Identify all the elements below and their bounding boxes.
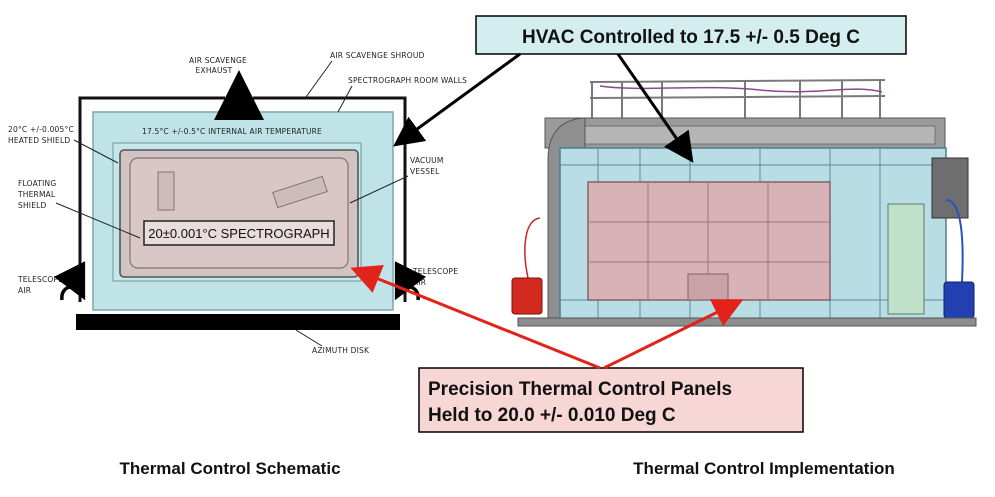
air-scavenge-exhaust-label: AIR SCAVENGE — [189, 56, 247, 65]
azimuth-disk — [76, 314, 400, 330]
hvac-callout-text: HVAC Controlled to 17.5 +/- 0.5 Deg C — [522, 27, 860, 48]
hvac-arrow-left — [393, 52, 521, 147]
azimuth-disk-label: AZIMUTH DISK — [312, 346, 370, 355]
spectrograph-component-angled — [272, 175, 328, 209]
blue-pipe — [945, 199, 964, 283]
implementation-rendering — [511, 79, 977, 327]
right-cabinet — [887, 203, 925, 315]
telescope-air-right-label-2: AIR — [413, 278, 426, 287]
precision-callout-line1: Precision Thermal Control Panels — [428, 379, 732, 400]
precision-arrow-left — [350, 265, 601, 370]
floating-shield-label-3: SHIELD — [18, 201, 47, 210]
air-scavenge-exhaust-label-2: EXHAUST — [196, 66, 233, 75]
hvac-arrow-right — [616, 53, 694, 163]
schematic: 20±0.001°C SPECTROGRAPH 17.5°C +/-0.5°C … — [8, 51, 467, 355]
heated-shield-leader — [73, 139, 119, 164]
right-dark-box — [931, 157, 969, 219]
enclosure-base — [517, 317, 977, 327]
telescope-air-right-label: TELESCOPE — [412, 267, 458, 276]
roof-inner — [574, 125, 936, 145]
telescope-air-left-label-2: AIR — [18, 286, 31, 295]
floating-shield-leader — [55, 202, 141, 239]
spectrograph-label: 20±0.001°C SPECTROGRAPH — [148, 226, 329, 241]
precision-callout-line2: Held to 20.0 +/- 0.010 Deg C — [428, 405, 676, 426]
room-walls-leader — [337, 85, 353, 113]
spectrograph-component — [157, 171, 175, 211]
vacuum-vessel-label: VACUUM — [410, 156, 444, 165]
caption-right: Thermal Control Implementation — [633, 459, 895, 478]
vacuum-vessel-leader — [349, 175, 409, 204]
hvac-callout-box — [475, 15, 907, 55]
heated-shield-label: 20°C +/-0.005°C — [8, 125, 74, 134]
internal-temp-label: 17.5°C +/-0.5°C INTERNAL AIR TEMPERATURE — [142, 127, 322, 136]
vacuum-vessel-label-2: VESSEL — [410, 167, 440, 176]
precision-arrow-right — [603, 299, 744, 370]
azimuth-leader — [295, 329, 323, 347]
spectrograph-label-box — [143, 220, 335, 246]
heated-shield-label-2: HEATED SHIELD — [8, 136, 70, 145]
blue-tank — [943, 281, 975, 319]
air-scavenge-shroud — [78, 96, 407, 302]
shroud-leader — [305, 60, 333, 98]
spectrograph-room-walls-label: SPECTROGRAPH ROOM WALLS — [348, 76, 467, 85]
air-scavenge-shroud-label: AIR SCAVENGE SHROUD — [330, 51, 425, 60]
caption-left: Thermal Control Schematic — [119, 459, 340, 478]
telescope-air-left-arrow — [53, 261, 86, 301]
top-railing — [589, 79, 886, 118]
floating-shield-label-2: THERMAL — [17, 190, 56, 199]
red-tank — [511, 277, 543, 315]
floating-shield-label: FLOATING — [18, 179, 56, 188]
red-cable — [524, 217, 541, 279]
hvac-callout: HVAC Controlled to 17.5 +/- 0.5 Deg C — [393, 15, 907, 163]
telescope-air-right-arrow — [394, 261, 427, 301]
precision-callout-box — [418, 367, 804, 433]
panel-inner-block — [687, 273, 729, 301]
telescope-air-left-label: TELESCOPE — [17, 275, 63, 284]
precision-callout: Precision Thermal Control Panels Held to… — [350, 265, 804, 433]
